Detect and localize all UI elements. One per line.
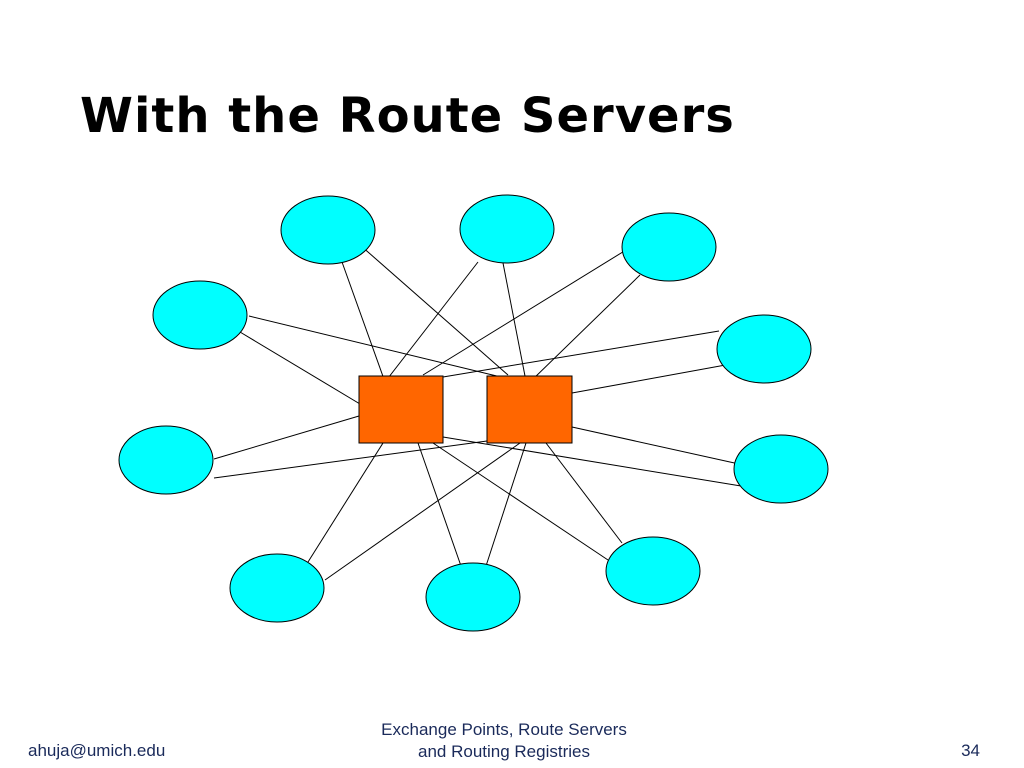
link-line — [571, 363, 732, 394]
router-node — [425, 562, 521, 632]
link-line — [432, 442, 609, 561]
router-node — [229, 553, 325, 623]
router-node — [459, 194, 555, 264]
link-line — [359, 244, 509, 376]
link-line — [571, 426, 740, 465]
route-server — [486, 375, 573, 444]
footer-topic-line2: and Routing Registries — [418, 742, 590, 761]
link-line — [239, 331, 371, 411]
route-servers — [358, 375, 573, 444]
footer-author: ahuja@umich.edu — [28, 741, 166, 760]
link-line — [442, 330, 720, 378]
footer-topic: Exchange Points, Route Servers and Routi… — [344, 719, 664, 763]
router-node — [118, 425, 214, 495]
route-server — [358, 375, 444, 444]
link-line — [384, 261, 479, 383]
link-line — [529, 274, 641, 383]
page-number: 34 — [961, 741, 980, 760]
footer-topic-line1: Exchange Points, Route Servers — [381, 720, 627, 739]
link-line — [324, 442, 521, 581]
router-node — [605, 536, 701, 606]
link-line — [545, 442, 623, 544]
link-line — [248, 315, 506, 379]
router-node — [152, 280, 248, 350]
link-line — [213, 415, 360, 460]
link-line — [442, 436, 742, 487]
link-line — [213, 440, 488, 479]
router-node — [733, 434, 829, 504]
router-node — [621, 212, 717, 282]
slide-title: With the Route Servers — [80, 88, 735, 144]
link-line — [422, 249, 627, 376]
router-node — [280, 195, 376, 265]
router-node — [716, 314, 812, 384]
link-line — [307, 442, 384, 563]
link-line — [341, 261, 386, 383]
link-line — [417, 442, 462, 567]
link-line — [485, 442, 527, 567]
router-nodes — [118, 194, 829, 632]
connection-lines — [213, 244, 742, 581]
